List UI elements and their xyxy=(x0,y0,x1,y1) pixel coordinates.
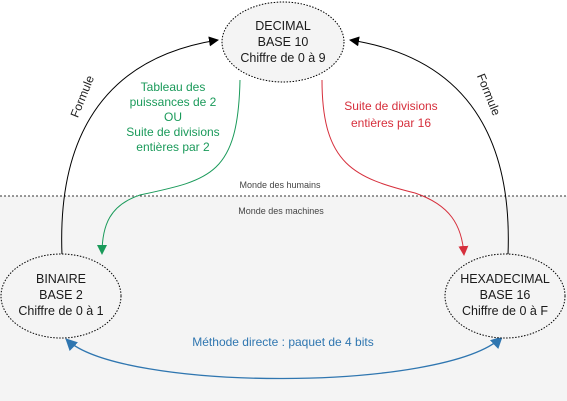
decimal-to-hex-line1: Suite de divisions xyxy=(344,99,437,113)
binary-node-shape xyxy=(0,253,122,339)
formula-label-right: Formule xyxy=(474,71,504,117)
hex-node-base: BASE 16 xyxy=(480,288,531,302)
decimal-to-binary-label: Tableau des puissances de 2 OU Suite de … xyxy=(126,80,219,154)
decimal-node-title: DECIMAL xyxy=(255,19,311,33)
decimal-to-binary-line1: Tableau des xyxy=(141,80,206,94)
formula-arrow-binary-to-decimal xyxy=(61,36,219,256)
decimal-to-binary-line5: entières par 2 xyxy=(136,140,210,154)
decimal-to-hex-line2: entières par 16 xyxy=(351,116,431,130)
hex-node: HEXADECIMAL BASE 16 Chiffre de 0 à F xyxy=(444,253,566,339)
arrow-decimal-to-hex xyxy=(321,79,469,256)
decimal-to-hex-label: Suite de divisions entières par 16 xyxy=(344,99,437,130)
hex-node-digits: Chiffre de 0 à F xyxy=(462,304,548,318)
decimal-node: DECIMAL BASE 10 Chiffre de 0 à 9 xyxy=(221,1,345,83)
decimal-node-base: BASE 10 xyxy=(258,35,309,49)
arrow-binary-hex xyxy=(65,336,503,380)
binary-node-title: BINAIRE xyxy=(36,272,86,286)
decimal-node-digits: Chiffre de 0 à 9 xyxy=(240,51,325,65)
binary-node-digits: Chiffre de 0 à 1 xyxy=(18,304,103,318)
formula-arrow-hex-to-decimal xyxy=(349,36,509,256)
decimal-to-binary-line2: puissances de 2 xyxy=(130,95,217,109)
humans-world-label: Monde des humains xyxy=(239,180,321,190)
hex-node-title: HEXADECIMAL xyxy=(460,272,550,286)
formula-label-left: Formule xyxy=(68,73,98,119)
binary-node: BINAIRE BASE 2 Chiffre de 0 à 1 xyxy=(0,253,122,339)
decimal-node-shape xyxy=(221,1,345,83)
decimal-to-binary-line4: Suite de divisions xyxy=(126,125,219,139)
binary-hex-label: Méthode directe : paquet de 4 bits xyxy=(192,335,373,349)
binary-node-base: BASE 2 xyxy=(39,288,83,302)
decimal-to-binary-line3: OU xyxy=(164,110,182,124)
hex-node-shape xyxy=(444,253,566,339)
machines-world-label: Monde des machines xyxy=(238,206,324,216)
arrow-decimal-to-binary xyxy=(97,79,241,255)
